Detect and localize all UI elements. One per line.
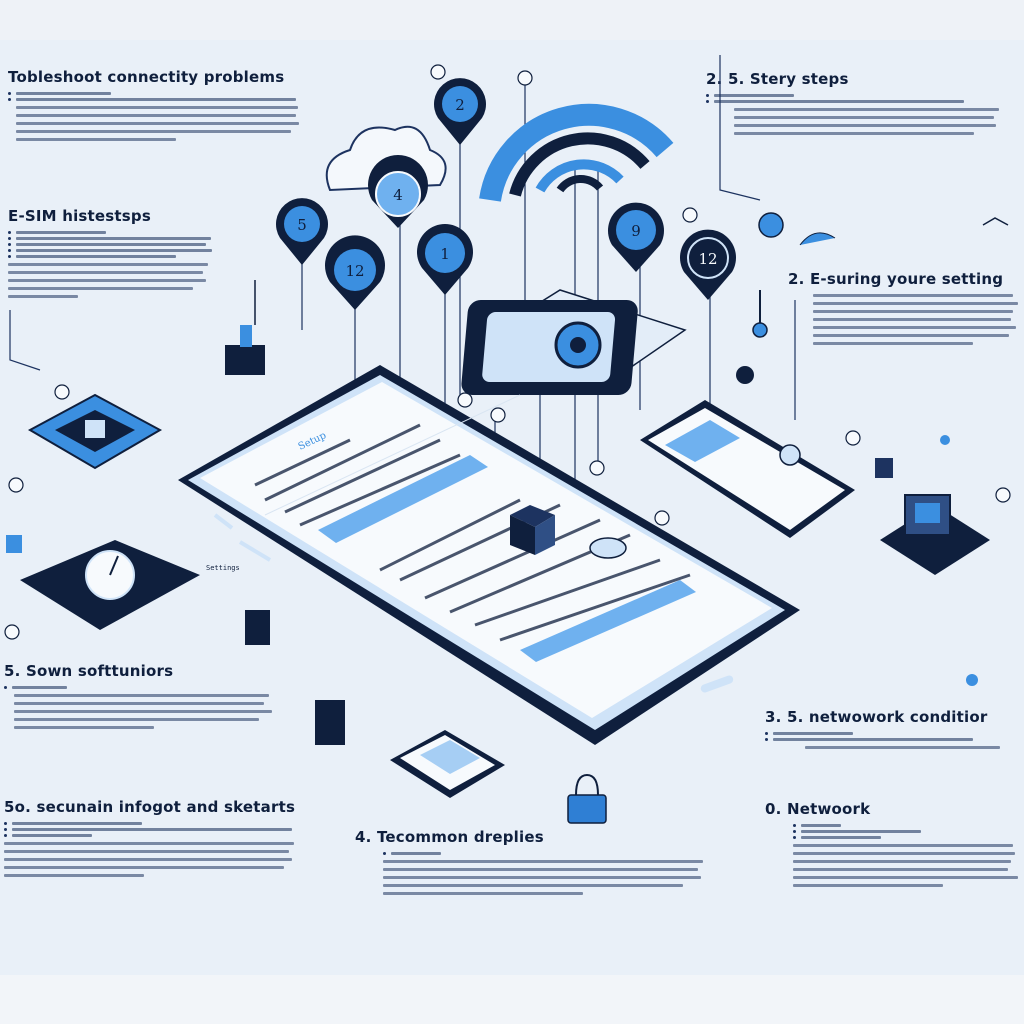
paragraph (355, 860, 715, 895)
section-network: 0. Netwoork (765, 800, 1020, 892)
top-margin (0, 0, 1024, 40)
bullet (765, 824, 1020, 827)
paragraph (788, 294, 1018, 345)
section-stem-steps: 2. 5. Stery steps (706, 70, 1006, 140)
paragraph (8, 263, 218, 298)
section-heading-network: 0. Netwoork (765, 800, 871, 818)
bullet (8, 92, 308, 95)
paragraph (765, 844, 1020, 887)
section-esim: E-SIM histestsps (8, 207, 218, 303)
bullet (4, 822, 304, 825)
paragraph (4, 842, 304, 877)
section-heading-esim: E-SIM histestsps (8, 207, 151, 225)
bullet (765, 836, 1020, 839)
section-heading-network-condition: 3. 5. netwowork conditior (765, 708, 988, 726)
section-heading-soft: 5. Sown softtuniors (4, 662, 174, 680)
section-tech: 4. Tecommon dreplies (355, 828, 715, 900)
bullet (765, 738, 1015, 741)
section-soft: 5. Sown softtuniors (4, 662, 274, 734)
paragraph (706, 108, 1006, 135)
bullet (8, 231, 218, 234)
bullet (8, 255, 218, 258)
section-heading-secure: 5o. secunain infogot and sketarts (4, 798, 296, 816)
bullet (8, 98, 308, 101)
section-network-condition: 3. 5. netwowork conditior (765, 708, 1015, 754)
bullet (4, 828, 304, 831)
section-heading-tech: 4. Tecommon dreplies (355, 828, 544, 846)
section-heading-ensuring: 2. E-suring youre setting (788, 270, 1004, 288)
bullet (706, 100, 1006, 103)
bullet (355, 852, 715, 855)
page-title: Tobleshoot connectity problems (8, 68, 285, 86)
section-ensuring: 2. E-suring youre setting (788, 270, 1018, 350)
paragraph (8, 106, 308, 141)
section-secure: 5o. secunain infogot and sketarts (4, 798, 304, 882)
bullet (4, 686, 274, 689)
bullet (8, 249, 218, 252)
section-troubleshoot: Tobleshoot connectity problems (8, 68, 308, 146)
bullet (8, 243, 218, 246)
bullet (765, 830, 1020, 833)
section-heading-stem-steps: 2. 5. Stery steps (706, 70, 849, 88)
bullet (4, 834, 304, 837)
bottom-margin (0, 975, 1024, 1024)
bullet (765, 732, 1015, 735)
paragraph (4, 694, 274, 729)
paragraph (765, 746, 1015, 749)
bullet (706, 94, 1006, 97)
bullet (8, 237, 218, 240)
